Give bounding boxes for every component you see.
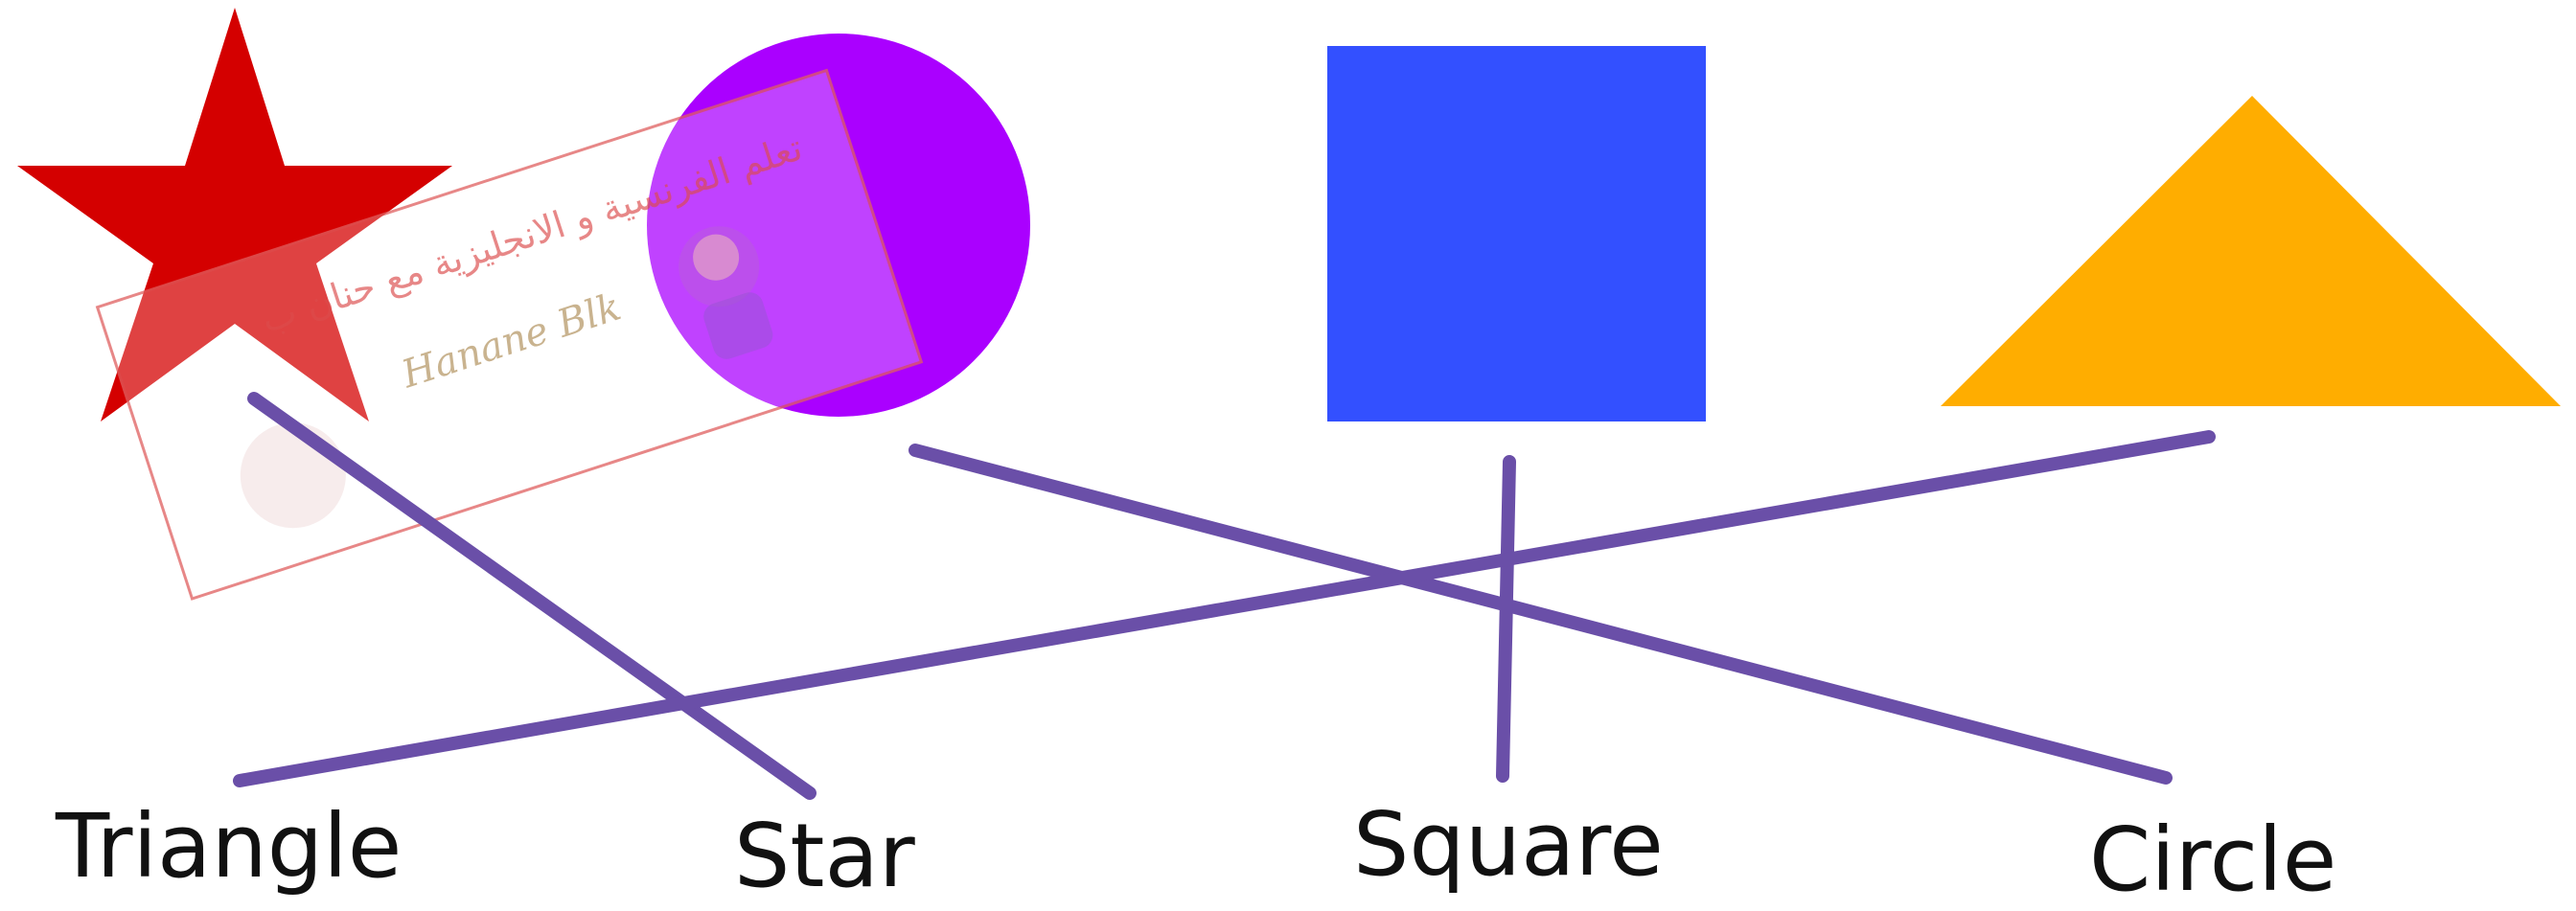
word-square: Square [1353, 793, 1664, 896]
word-star: Star [734, 805, 915, 907]
match-line-circle-to-circle [908, 444, 2173, 785]
circle-icon [647, 34, 1030, 417]
watermark-frame [95, 68, 924, 601]
match-line-triangle-to-triangle [233, 430, 2216, 787]
square-icon [1327, 46, 1706, 421]
star-icon [17, 8, 452, 421]
word-triangle: Triangle [56, 795, 402, 898]
match-line-star-to-star [247, 392, 816, 800]
word-circle: Circle [2089, 809, 2337, 911]
match-line-square-to-square [1496, 455, 1516, 783]
triangle-icon [1941, 96, 2561, 406]
watermark-girl-icon [678, 226, 773, 359]
